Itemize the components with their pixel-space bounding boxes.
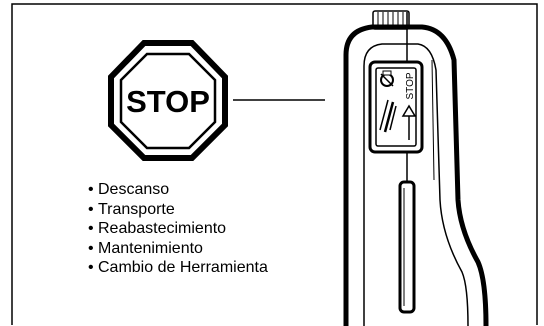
bullet-icon: • (88, 181, 94, 198)
up-arrow-icon (401, 104, 417, 140)
usage-list: •Descanso•Transporte•Reabastecimiento•Ma… (88, 180, 268, 278)
switch-stop-label: STOP (405, 72, 416, 99)
handle-body-outline (343, 24, 489, 326)
bullet-icon: • (88, 259, 94, 276)
usage-list-item: •Transporte (88, 200, 268, 220)
usage-list-item-label: Mantenimiento (98, 239, 203, 257)
usage-list-item: •Mantenimiento (88, 239, 268, 259)
usage-list-item-label: Transporte (98, 200, 175, 218)
usage-list-item-label: Descanso (98, 181, 170, 198)
stop-switch: STOP (368, 60, 424, 154)
usage-list-item-label: Reabastecimiento (98, 220, 227, 237)
usage-list-item: •Reabastecimiento (88, 219, 268, 239)
bullet-icon: • (88, 220, 94, 237)
frame-border (11, 3, 538, 325)
bullet-icon: • (88, 200, 94, 218)
usage-list-item: •Descanso (88, 180, 268, 200)
stop-sign: STOP (108, 40, 228, 161)
stop-sign-label: STOP (126, 84, 210, 119)
throttle-lever (398, 180, 416, 314)
bullet-icon: • (88, 239, 94, 257)
stop-sign-inner-octagon (119, 52, 217, 150)
handle-illustration (343, 10, 489, 326)
handle-inner-contour (363, 43, 469, 326)
usage-list-item-label: Cambio de Herramienta (98, 259, 268, 276)
switch-slider-marks (379, 99, 397, 133)
handle-grip-line (431, 59, 435, 181)
usage-list-item: •Cambio de Herramienta (88, 258, 268, 278)
engine-off-symbol (380, 70, 394, 87)
